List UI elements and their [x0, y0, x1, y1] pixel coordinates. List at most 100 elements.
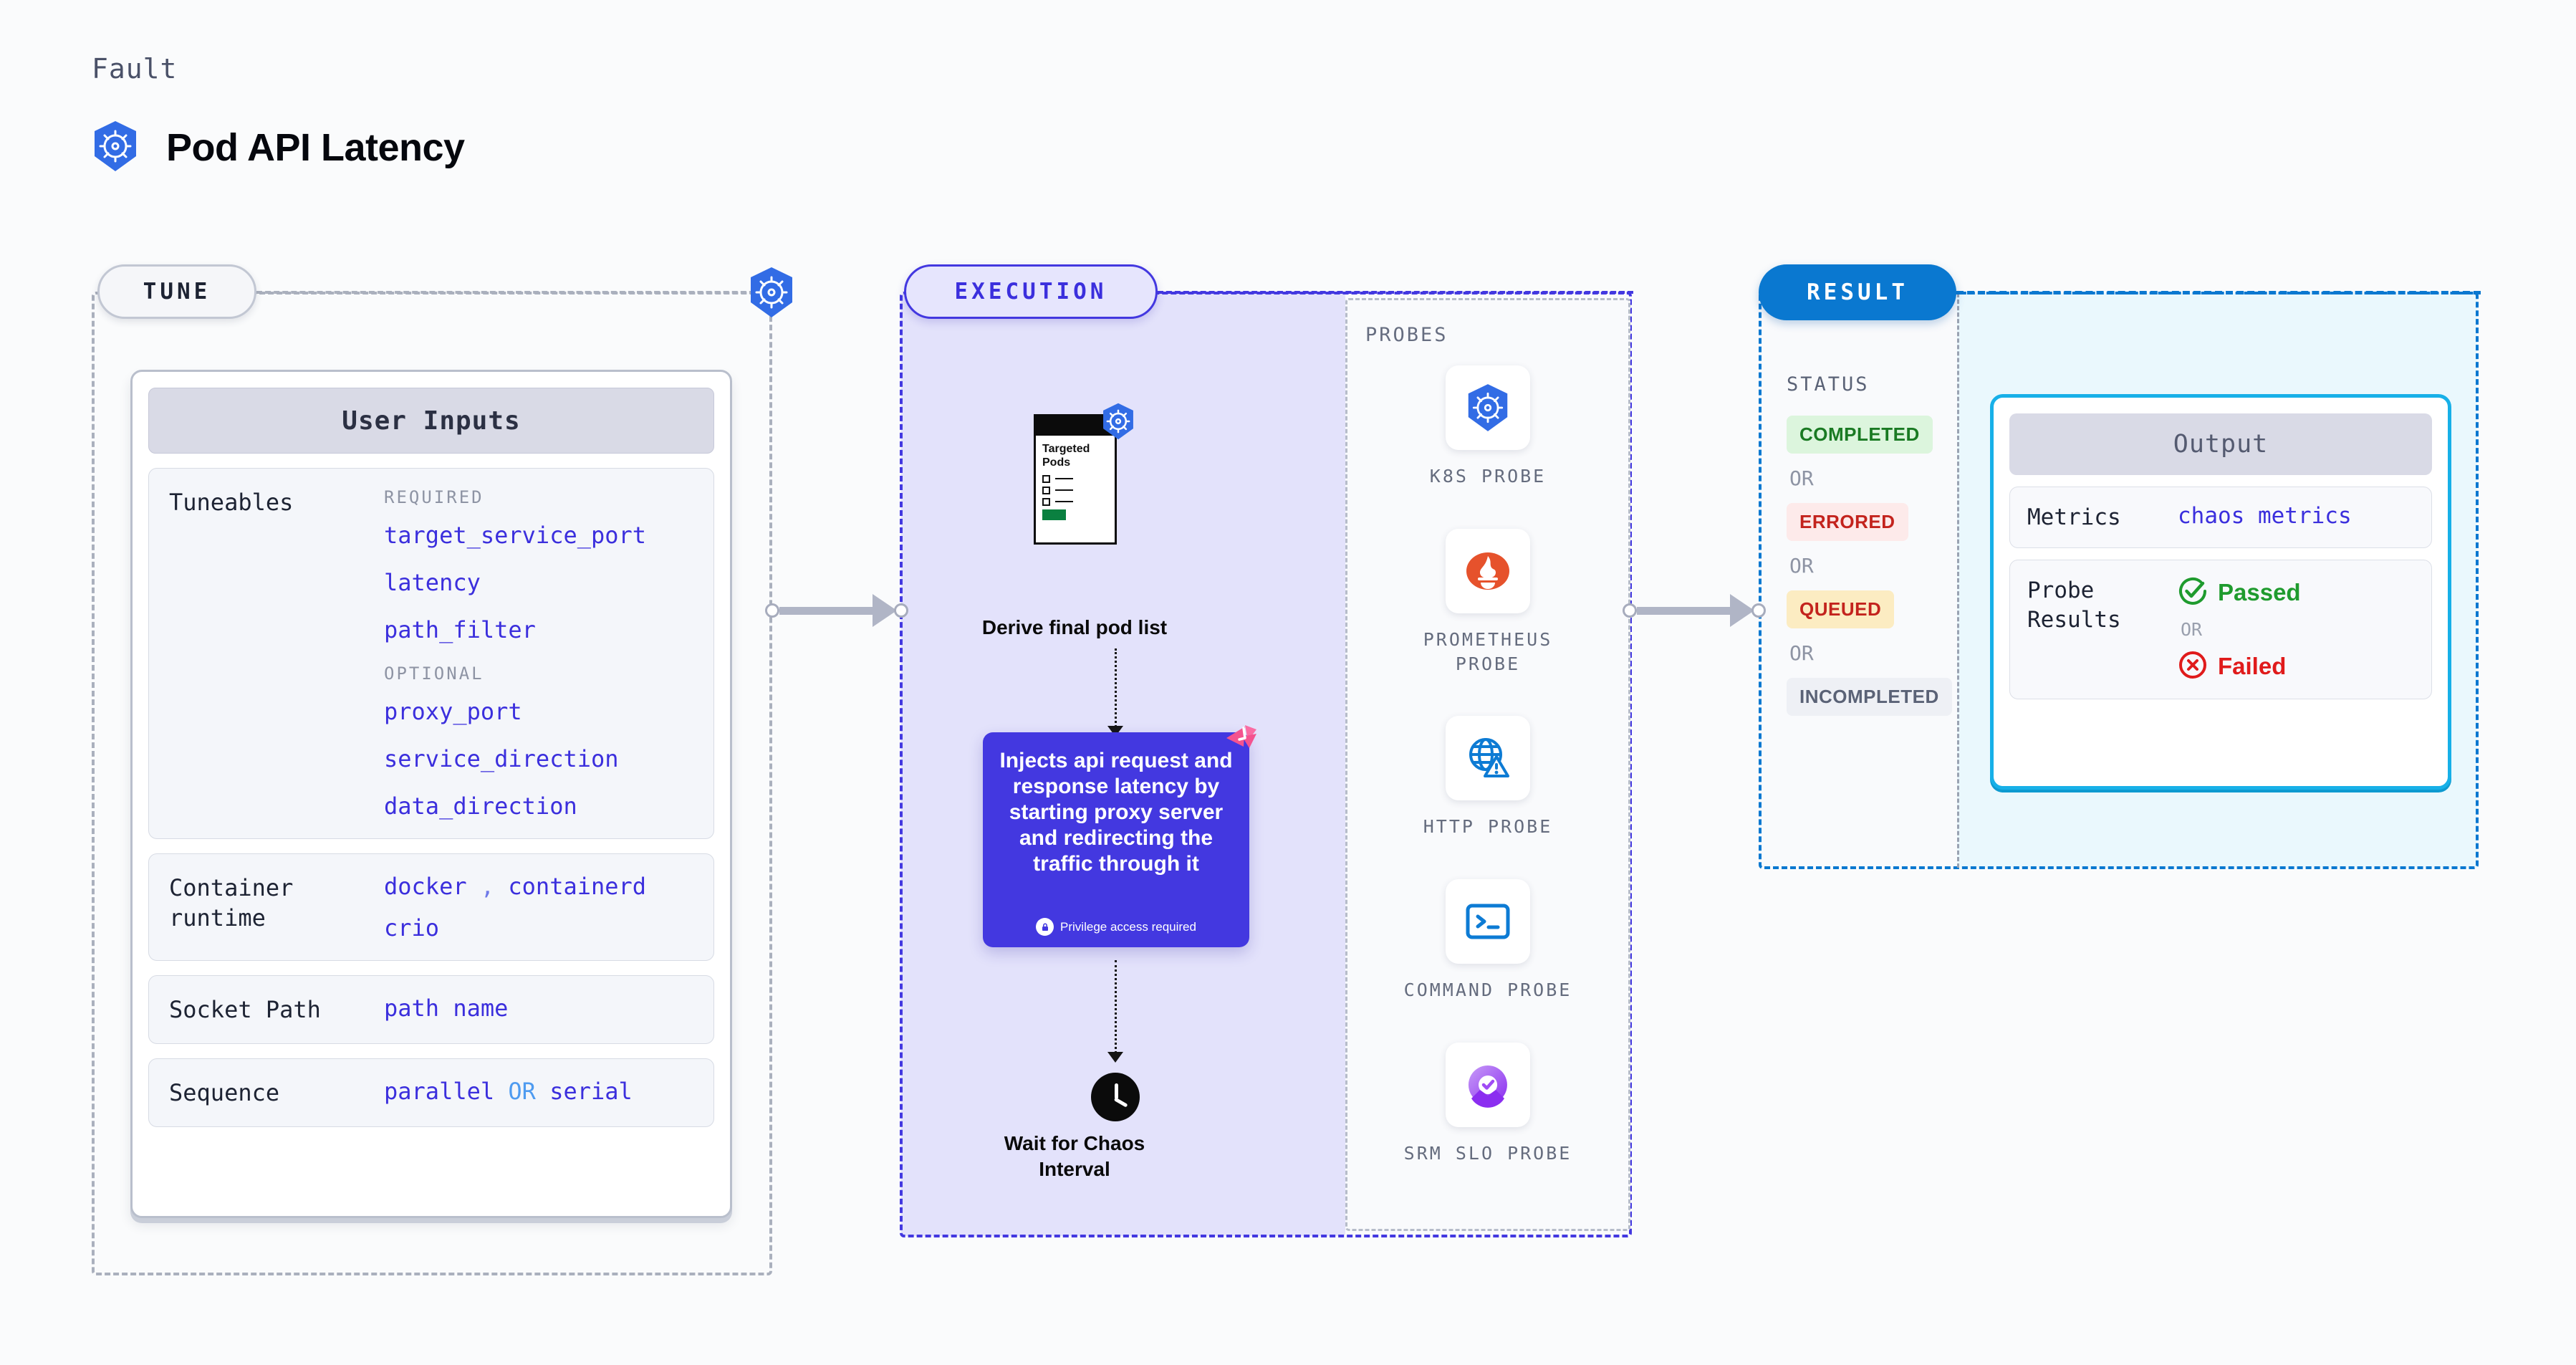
result-status-fill — [1760, 293, 1957, 868]
line-placeholder — [1055, 501, 1073, 503]
probe-label: PROMETHEUS PROBE — [1423, 628, 1553, 674]
probe-results-or: OR — [2181, 619, 2203, 641]
sequence-label: Sequence — [169, 1079, 280, 1107]
status-badge-completed: COMPLETED — [1787, 416, 1933, 454]
status-title: STATUS — [1787, 373, 1870, 396]
tuneable-data-direction[interactable]: data_direction — [384, 792, 577, 820]
kubernetes-icon — [92, 120, 139, 175]
targeted-pods-document: Targeted Pods — [1034, 414, 1117, 545]
status-list: COMPLETED OR ERRORED OR QUEUED OR INCOMP… — [1787, 416, 1952, 716]
privilege-note-text: Privilege access required — [1060, 919, 1196, 934]
metrics-row: Metrics chaos metrics — [2009, 487, 2432, 549]
targeted-pods-title: Targeted Pods — [1042, 443, 1090, 469]
probe-failed-text: Failed — [2218, 653, 2287, 680]
arrow-end-dot — [1751, 603, 1766, 618]
arrow-end-dot — [894, 603, 908, 618]
flow-connector-1 — [1115, 648, 1117, 727]
runtime-crio[interactable]: crio — [384, 914, 440, 942]
metrics-value[interactable]: chaos metrics — [2178, 503, 2352, 529]
probe-item-k8s[interactable]: K8S PROBE — [1345, 365, 1630, 489]
progress-indicator — [1042, 509, 1066, 520]
socket-path-label: Socket Path — [169, 996, 321, 1023]
status-badge-queued: QUEUED — [1787, 590, 1895, 628]
lock-icon — [1036, 918, 1054, 936]
optional-heading: OPTIONAL — [384, 664, 484, 684]
sequence-row: Sequence parallel OR serial — [148, 1058, 714, 1128]
probe-label: COMMAND PROBE — [1403, 980, 1572, 1000]
inject-latency-text: Injects api request and response latency… — [999, 749, 1233, 876]
x-circle-icon — [2178, 650, 2208, 683]
http-globe-warning-icon — [1446, 716, 1530, 801]
result-connector-line — [1956, 291, 2481, 294]
container-runtime-label: Container runtime — [169, 874, 294, 932]
page-title: Pod API Latency — [92, 120, 465, 175]
probe-label: K8S PROBE — [1429, 466, 1547, 487]
probes-title: PROBES — [1365, 324, 1448, 346]
tuneable-proxy-port[interactable]: proxy_port — [384, 698, 522, 725]
status-or-2: OR — [1789, 554, 1814, 578]
inject-latency-step: Injects api request and response latency… — [983, 725, 1256, 947]
checkbox-icon — [1042, 486, 1050, 494]
kubernetes-icon — [746, 267, 797, 318]
tuneable-service-direction[interactable]: service_direction — [384, 745, 619, 772]
probe-label: SRM SLO PROBE — [1403, 1142, 1572, 1164]
result-pill[interactable]: RESULT — [1759, 264, 1956, 320]
tune-pill[interactable]: TUNE — [97, 264, 256, 319]
socket-path-row: Socket Path path name — [148, 975, 714, 1045]
probe-results-row: Probe Results Passed OR — [2009, 560, 2432, 700]
litmus-chaos-icon — [1224, 722, 1259, 758]
arrow-head — [873, 594, 897, 627]
document-titlebar — [1034, 414, 1117, 436]
kubernetes-icon — [1100, 403, 1137, 440]
status-or-3: OR — [1789, 641, 1814, 665]
list-item — [1042, 497, 1108, 506]
tuneable-latency[interactable]: latency — [384, 569, 481, 596]
probe-result-passed: Passed — [2178, 576, 2414, 609]
flow-connector-2 — [1115, 960, 1117, 1053]
arrow-head — [1730, 594, 1754, 627]
output-header: Output — [2009, 413, 2432, 475]
status-or-1: OR — [1789, 466, 1814, 490]
arrow-start-dot — [765, 603, 779, 618]
tuneable-target-service-port[interactable]: target_service_port — [384, 522, 647, 549]
sequence-parallel[interactable]: parallel — [384, 1078, 495, 1106]
prometheus-icon — [1446, 528, 1530, 613]
check-circle-icon — [2178, 576, 2208, 609]
wait-for-chaos-interval-caption: Wait for Chaos Interval — [1004, 1132, 1145, 1181]
probe-item-command[interactable]: COMMAND PROBE — [1345, 879, 1630, 1002]
probes-list: K8S PROBE PROMETHEUS PROBE — [1345, 365, 1630, 1206]
probe-label: HTTP PROBE — [1423, 816, 1553, 838]
arrow-start-dot — [1623, 603, 1637, 618]
output-card: Output Metrics chaos metrics Probe Resul… — [1990, 394, 2451, 790]
probe-item-prometheus[interactable]: PROMETHEUS PROBE — [1345, 528, 1630, 676]
probe-result-failed: Failed — [2178, 650, 2414, 683]
fault-eyebrow: Fault — [92, 53, 178, 85]
runtime-containerd[interactable]: containerd — [508, 873, 647, 900]
clock-hand-hour — [1115, 1083, 1118, 1099]
clock-hand-minute — [1113, 1097, 1128, 1108]
status-badge-incompleted: INCOMPLETED — [1787, 678, 1952, 716]
status-badge-errored: ERRORED — [1787, 503, 1908, 541]
tuneable-path-filter[interactable]: path_filter — [384, 616, 536, 643]
kubernetes-icon — [1446, 365, 1530, 450]
privilege-note: Privilege access required — [1036, 918, 1196, 936]
execution-connector-line — [1158, 291, 1633, 294]
runtime-docker[interactable]: docker — [384, 873, 467, 900]
probe-item-srm-slo[interactable]: SRM SLO PROBE — [1345, 1042, 1630, 1166]
sequence-serial[interactable]: serial — [549, 1078, 633, 1106]
derive-pod-list-caption: Derive final pod list — [981, 616, 1168, 638]
line-placeholder — [1055, 489, 1073, 492]
socket-path-value[interactable]: path name — [384, 995, 509, 1022]
sequence-conjunction: OR — [508, 1078, 536, 1106]
tune-to-execution-arrow — [765, 594, 908, 627]
srm-slo-donut-icon — [1446, 1042, 1530, 1127]
execution-to-result-arrow — [1623, 594, 1766, 627]
user-inputs-card: User Inputs Tuneables REQUIRED target_se… — [130, 370, 732, 1218]
probe-results-label: Probe Results — [2027, 578, 2121, 633]
result-divider — [1957, 293, 1959, 868]
page-title-text: Pod API Latency — [166, 126, 465, 169]
execution-pill[interactable]: EXECUTION — [904, 264, 1158, 319]
checkbox-icon — [1042, 497, 1050, 506]
probe-item-http[interactable]: HTTP PROBE — [1345, 716, 1630, 839]
